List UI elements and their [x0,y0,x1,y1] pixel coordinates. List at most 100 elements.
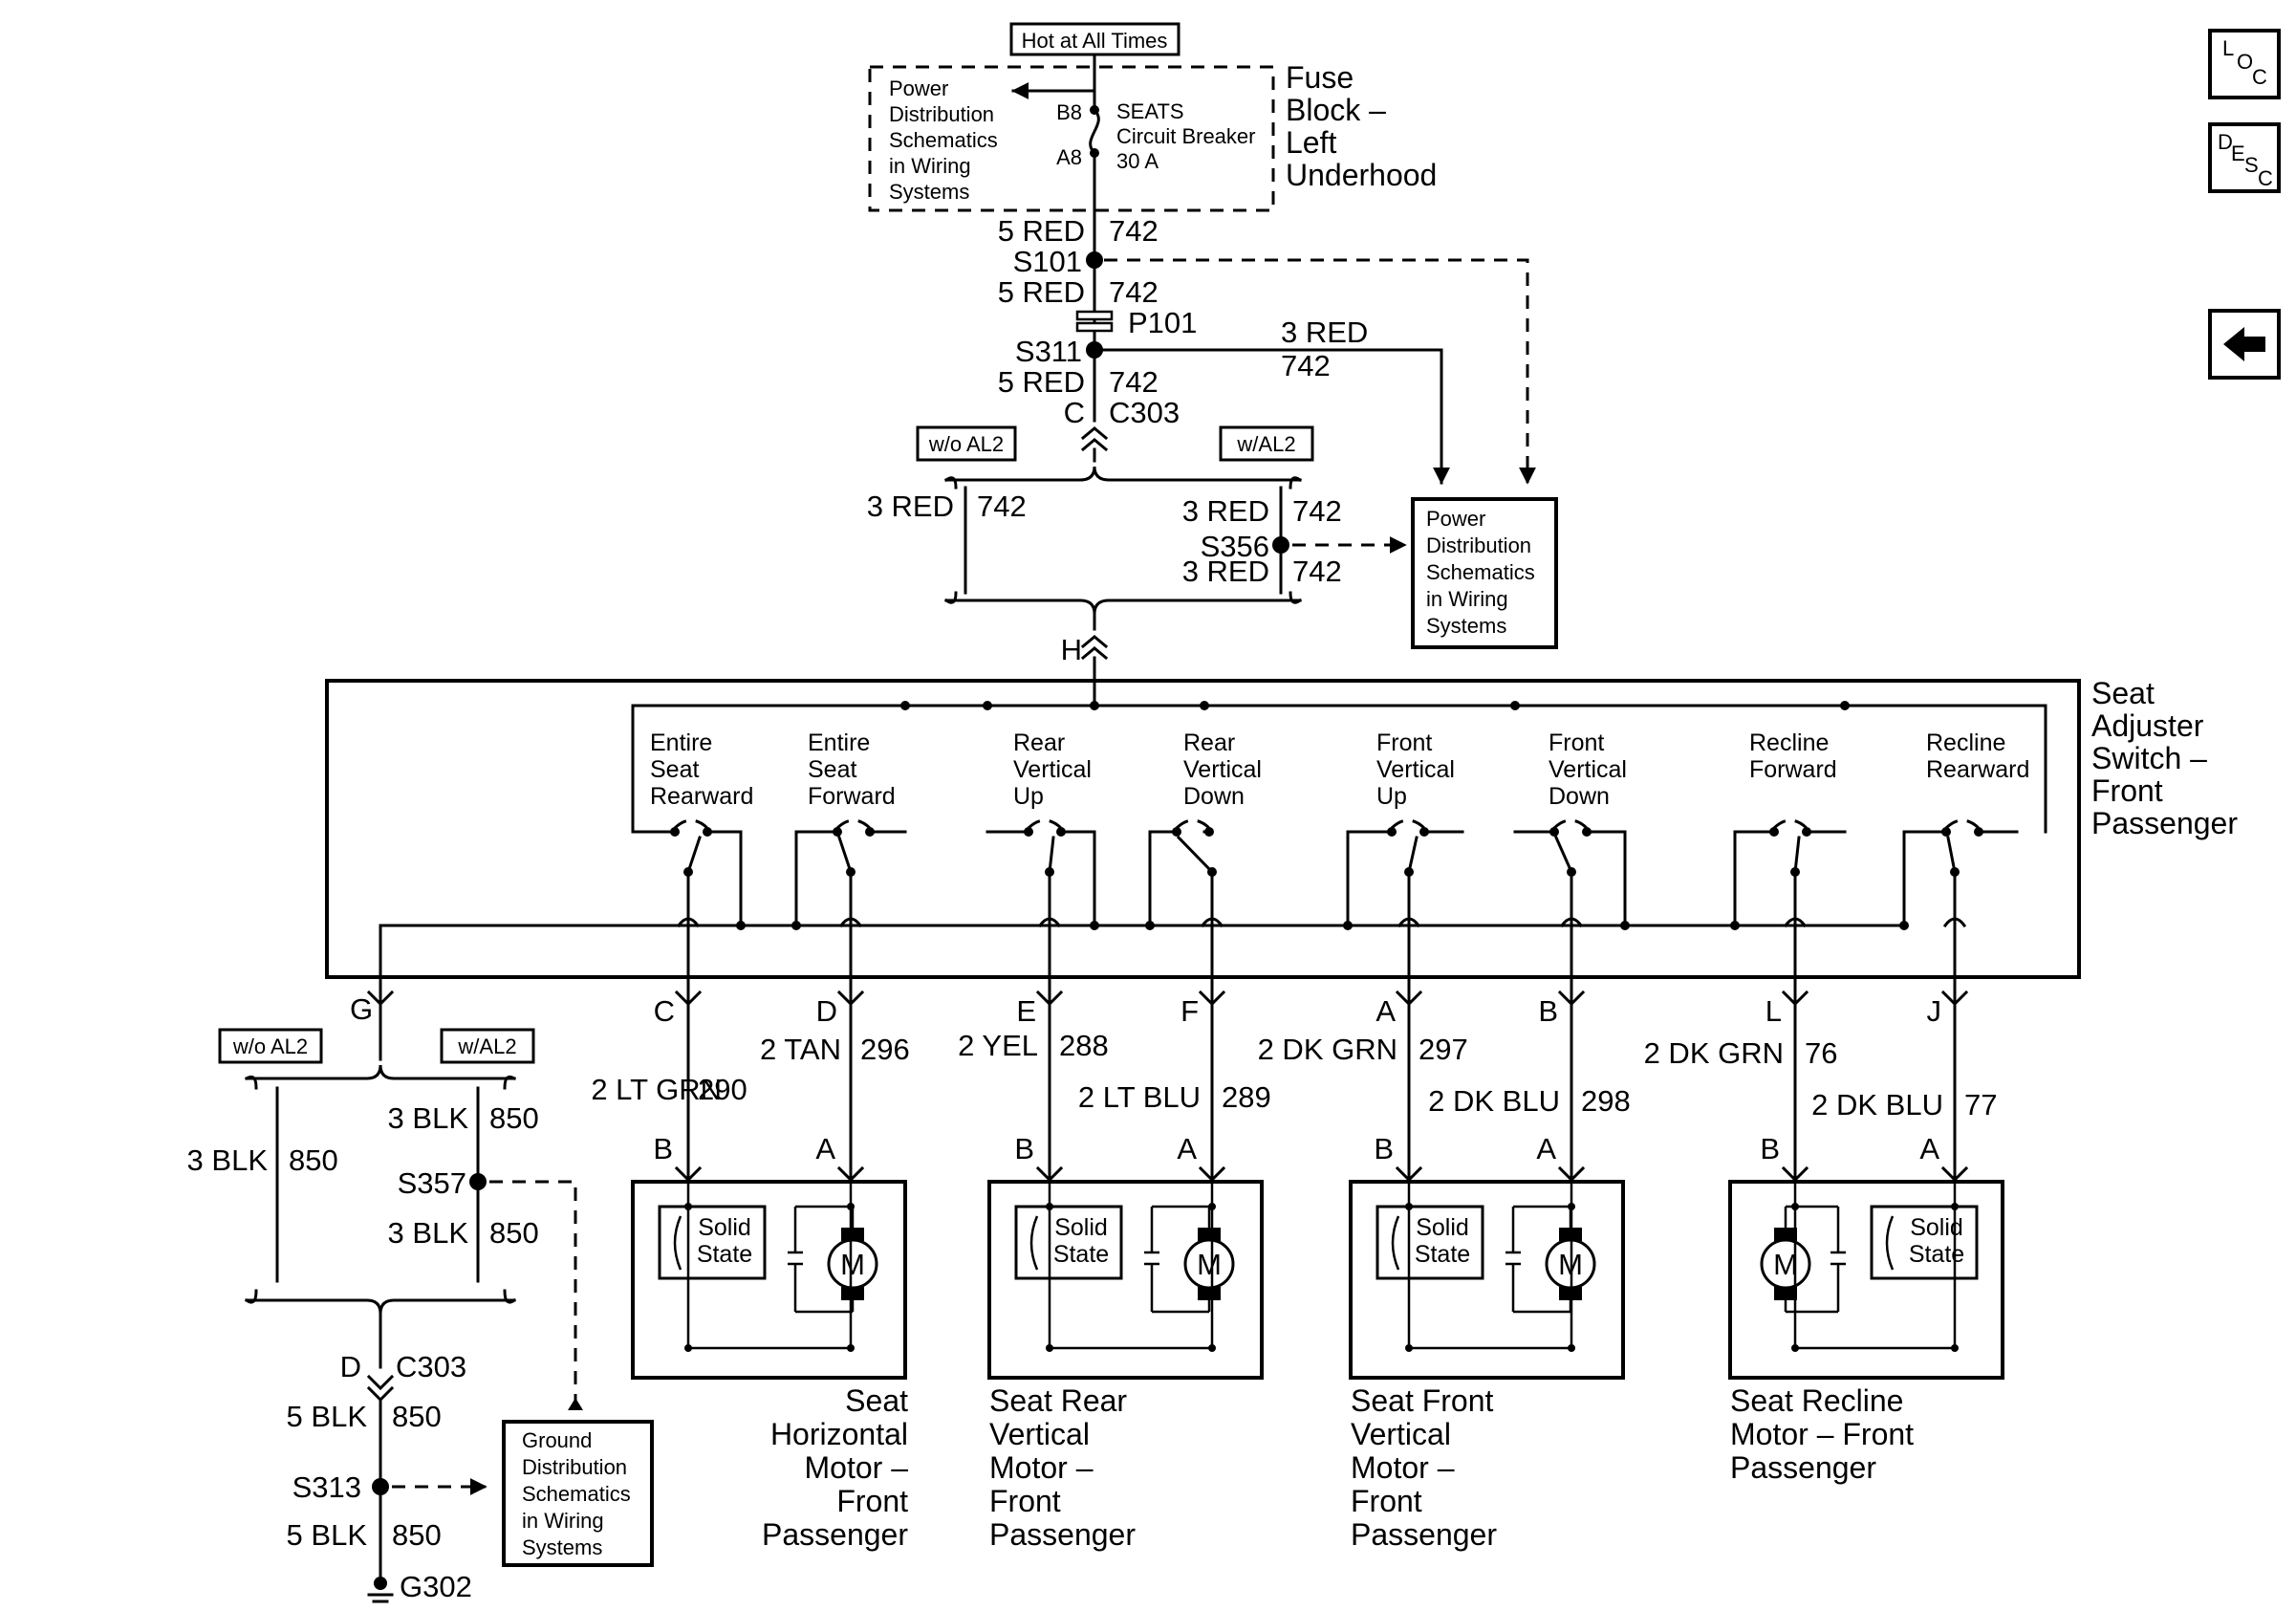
switch-pin-label: J [1927,994,1942,1028]
hot-at-all-times-label: Hot at All Times [1022,29,1168,53]
switch-position-label: Vertical [1013,756,1092,783]
svg-text:Systems: Systems [522,1535,602,1559]
svg-text:C: C [2258,166,2273,190]
circuit-breaker-symbol [1089,107,1100,156]
pin-a8: A8 [1056,145,1082,169]
motor-name-label: Vertical [989,1417,1090,1451]
svg-text:in Wiring: in Wiring [1426,587,1508,611]
feed-circuit: 5 RED 742 S101 5 RED 742 P101 S311 3 RED… [998,208,1536,485]
svg-text:S: S [2244,153,2259,177]
circuit-breaker-label: SEATS Circuit Breaker 30 A [1116,99,1255,173]
motor-name-label: Passenger [1730,1450,1876,1485]
circuit-number: 850 [392,1400,442,1433]
motor-pin-b: B [1760,1132,1780,1165]
ground-c303-label: C303 [396,1350,466,1383]
wire-label: 5 BLK [287,1400,368,1433]
svg-text:Distribution: Distribution [889,102,994,126]
wire-label: 3 BLK [388,1216,469,1250]
motor-name-label: Motor – [989,1450,1094,1485]
splice-s357 [469,1173,487,1190]
circuit-number: 742 [1109,214,1159,248]
svg-text:Distribution: Distribution [522,1455,627,1479]
svg-text:30 A: 30 A [1116,149,1159,173]
svg-text:Systems: Systems [889,180,969,204]
motor-housing [987,1180,1264,1380]
wire-label: 5 RED [998,275,1085,309]
motor-name-label: Passenger [762,1517,908,1552]
circuit-number: 850 [489,1216,539,1250]
circuit-number: 742 [977,490,1027,523]
connector-p101-label: P101 [1128,306,1197,339]
wire-label: 3 RED [1182,555,1269,588]
ground-wo-al2-label: w/o AL2 [232,1034,308,1058]
motor-name-label: Motor – Front [1730,1417,1914,1451]
motor-name-label: Horizontal [770,1417,908,1451]
svg-text:Circuit Breaker: Circuit Breaker [1116,124,1255,148]
circuit-number: 289 [1222,1080,1271,1114]
switch-position-label: Down [1183,783,1245,810]
motor-name-label: Motor – [805,1450,909,1485]
motor-name-label: Passenger [989,1517,1136,1552]
svg-text:Power: Power [1426,507,1485,531]
circuit-number: 76 [1805,1036,1837,1070]
wire-label: 3 BLK [388,1101,469,1135]
circuit-number: 742 [1109,275,1159,309]
motor-housing [631,1180,907,1380]
wire-label: 2 LT BLU [1078,1080,1201,1114]
motor-pin-a: A [1177,1132,1197,1165]
motor-name-label: Vertical [1351,1417,1451,1451]
solid-state-box [1014,1205,1123,1280]
switch-position-label: Seat [808,756,856,783]
circuit-number: 742 [1292,494,1342,528]
wire-label: 2 DK BLU [1428,1084,1560,1118]
splice-s357-label: S357 [398,1166,466,1200]
wire-label: 2 DK BLU [1811,1088,1943,1121]
motor-name-label: Seat Rear [989,1383,1127,1418]
seat-adjuster-switch: Seat Adjuster Switch – Front Passenger E… [325,676,2238,979]
splice-s356 [1272,536,1289,554]
svg-text:Schematics: Schematics [1426,560,1535,584]
back-arrow-icon [2223,327,2265,361]
switch-position-label: Vertical [1549,756,1627,783]
solid-state-label: Solid [1054,1214,1108,1241]
switch-position-label: Rear [1013,729,1065,756]
pin-g: G [350,992,373,1026]
wire-label: 2 DK GRN [1258,1033,1397,1066]
switch-position-label: Rear [1183,729,1235,756]
circuit-number: 850 [392,1518,442,1552]
svg-text:Schematics: Schematics [522,1482,631,1506]
loc-button[interactable]: L O C [2208,29,2281,99]
circuit-number: 742 [1109,365,1159,399]
connector-p101-symbol [1075,310,1114,333]
switch-position-label: Seat [650,756,699,783]
switch-position-label: Forward [808,783,896,810]
switch-position-label: Front [1376,729,1432,756]
option-bracket-upper: w/o AL2 w/AL2 3 RED 742 3 RED 742 S356 3… [867,425,1558,683]
wire-label: 2 DK GRN [1644,1036,1784,1070]
splice-s311-label: S311 [1015,335,1082,368]
motor-pin-b: B [1374,1132,1394,1165]
circuit-number: 298 [1581,1084,1631,1118]
svg-text:Systems: Systems [1426,614,1506,638]
wire-label: 3 RED [867,490,954,523]
solid-state-box [1870,1205,1979,1280]
pin-h: H [1061,633,1082,666]
wire-label: 2 LT GRN [591,1073,722,1106]
w-al2-label: w/AL2 [1236,432,1295,456]
desc-button[interactable]: D E S C [2208,122,2281,193]
motor-pin-b: B [653,1132,673,1165]
circuit-number: 742 [1292,555,1342,588]
fuse-block-label: Fuse Block – Left Underhood [1286,60,1437,192]
switch-position-label: Vertical [1183,756,1262,783]
svg-text:Schematics: Schematics [889,128,998,152]
back-button[interactable] [2208,309,2281,380]
ground-symbol [367,1577,394,1603]
